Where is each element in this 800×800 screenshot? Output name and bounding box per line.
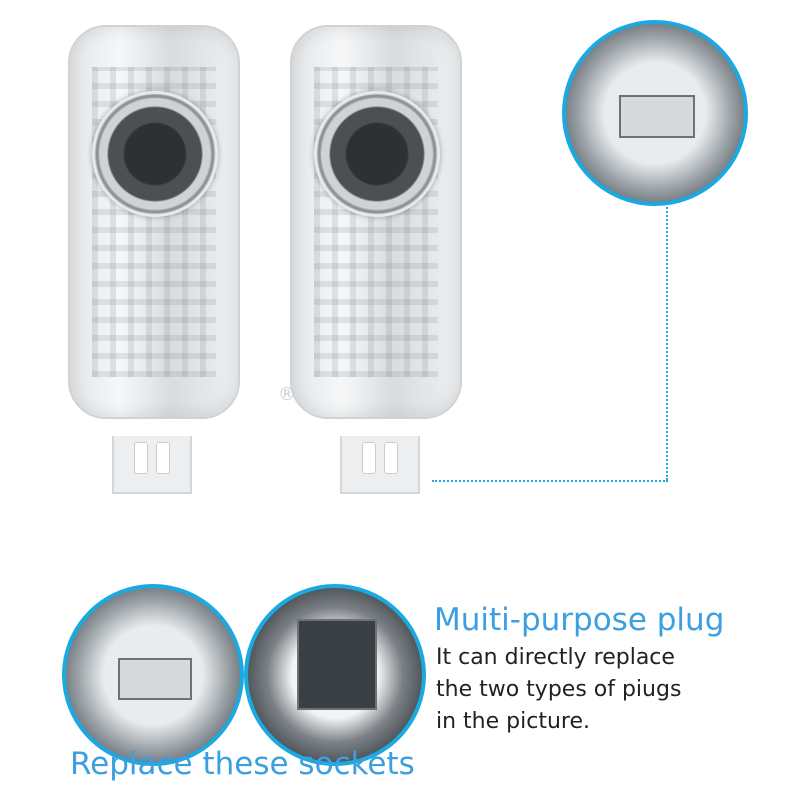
registered-mark: ®: [278, 384, 296, 405]
plug-left: [112, 436, 192, 494]
lens: [92, 91, 218, 217]
sockets-caption: Replace these sockets: [70, 746, 415, 782]
feature-description: It can directly replace the two types of…: [436, 642, 681, 738]
plug-closeup-circle: [562, 20, 748, 206]
projector-left: [68, 25, 240, 419]
socket-circle-1: [62, 584, 244, 766]
description-line: in the picture.: [436, 709, 590, 734]
description-line: It can directly replace: [436, 645, 675, 670]
connector-line-v: [666, 200, 668, 480]
feature-heading: Muiti-purpose plug: [434, 602, 725, 638]
description-line: the two types of piugs: [436, 677, 682, 702]
plug-right: [340, 436, 420, 494]
connector-line-h: [432, 480, 668, 482]
projector-right: [290, 25, 462, 419]
socket-circle-2: [244, 584, 426, 766]
lens: [314, 91, 440, 217]
